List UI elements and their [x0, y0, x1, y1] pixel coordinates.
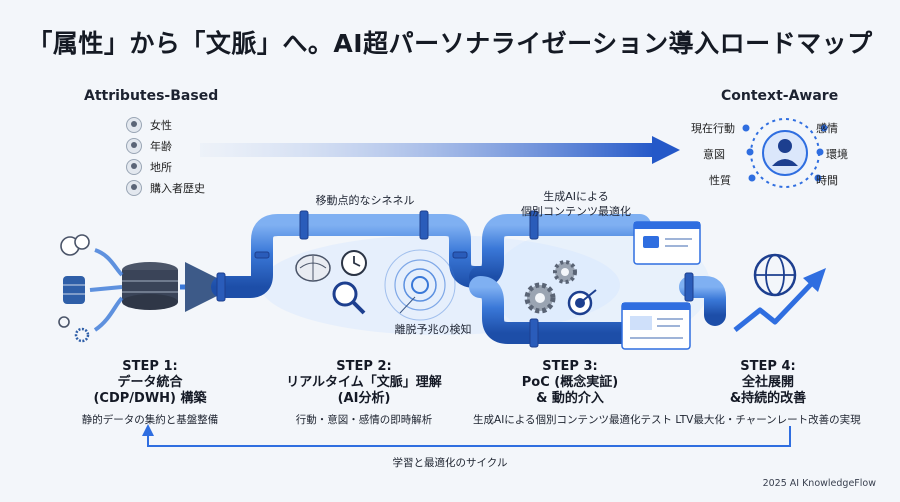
web-page-icon: [621, 302, 691, 350]
radar-icon: [384, 249, 456, 321]
page-title: 「属性」から「文脈」へ。AI超パーソナライゼーション導入ロードマップ: [27, 29, 873, 58]
attribute-label: 地所: [150, 160, 172, 174]
learning-loop-arrow: [142, 424, 791, 447]
person-icon: [126, 137, 142, 154]
footer-credit: 2025 AI KnowledgeFlow: [762, 478, 876, 489]
context-hub: [742, 118, 828, 188]
database-icon: [63, 276, 85, 304]
intake-streams: [89, 248, 124, 332]
step-3-number: STEP 3:: [542, 359, 598, 374]
target-icon: [567, 289, 597, 316]
step-2-number: STEP 2:: [336, 359, 392, 374]
growth-arrow-icon: [733, 268, 826, 332]
gear-icon: [524, 260, 577, 314]
genai-label-line2: 個別コンテンツ最適化: [521, 205, 631, 218]
step-1-sub: (CDP/DWH) 構築: [93, 391, 207, 406]
step-2-title: STEP 2: リアルタイム「文脈」理解 (AI分析): [264, 359, 464, 407]
magnifier-icon: [332, 281, 366, 315]
context-label-nature: 性質: [709, 174, 731, 187]
step-4-number: STEP 4:: [740, 359, 796, 374]
step-2-desc: 行動・意図・感情の即時解析: [295, 414, 433, 426]
context-label-intent: 意図: [703, 148, 725, 161]
step-2-sub: (AI分析): [337, 391, 391, 406]
context-label-time: 時間: [816, 174, 838, 187]
brain-icon: [295, 254, 331, 282]
clock-icon: [341, 250, 367, 276]
context-heading: Context-Aware: [721, 88, 839, 104]
user-icon: [778, 139, 792, 153]
globe-icon: [753, 253, 797, 297]
step-3-desc: 生成AIによる個別コンテンツ最適化テスト: [473, 414, 672, 426]
location-pin-icon: [126, 158, 142, 175]
step-1-desc: 静的データの集約と基盤整備: [81, 414, 219, 426]
step-1-name: データ統合: [117, 375, 183, 390]
attributes-heading: Attributes-Based: [84, 88, 219, 104]
step-1-title: STEP 1: データ統合 (CDP/DWH) 構築: [50, 359, 250, 407]
chat-window-icon: [633, 221, 701, 265]
attribute-item: 地所: [126, 156, 205, 177]
person-icon: [126, 179, 142, 196]
attribute-label: 年齢: [150, 139, 172, 153]
churn-detect-label: 離脱予兆の検知: [394, 323, 472, 336]
step-4-sub: &持続的改善: [729, 391, 807, 406]
attribute-label: 女性: [150, 118, 172, 132]
step-4-desc: LTV最大化・チャーンレート改善の実現: [675, 414, 861, 426]
step-3-name: PoC (概念実証): [521, 375, 619, 390]
learning-loop-label: 学習と最適化のサイクル: [392, 457, 508, 469]
person-icon: [126, 116, 142, 133]
step-4-name: 全社展開: [741, 375, 794, 390]
gear-icon: [58, 316, 90, 343]
step-1-number: STEP 1:: [122, 359, 178, 374]
pipeline: [211, 214, 726, 344]
attribute-item: 購入者歴史: [126, 177, 205, 198]
step-2-name: リアルタイム「文脈」理解: [286, 375, 442, 390]
context-label-environment: 環境: [826, 148, 848, 161]
genai-label-line1: 生成AIによる: [543, 190, 609, 203]
transition-arrow: [200, 136, 680, 164]
cloud-icon: [60, 234, 90, 256]
attribute-label: 購入者歴史: [150, 181, 205, 195]
step-3-sub: & 動的介入: [536, 391, 604, 406]
step-3-title: STEP 3: PoC (概念実証) & 動的介入: [470, 359, 670, 407]
attribute-item: 女性: [126, 114, 205, 135]
step-4-title: STEP 4: 全社展開 &持続的改善: [668, 359, 868, 407]
attribute-item: 年齢: [126, 135, 205, 156]
attribute-list: 女性 年齢 地所 購入者歴史: [126, 114, 205, 198]
data-warehouse-icon: [122, 262, 178, 310]
moving-touchpoints-label: 移動点的なシネネル: [315, 194, 415, 207]
context-label-emotion: 感情: [816, 122, 838, 135]
context-label-current-action: 現在行動: [691, 122, 735, 135]
